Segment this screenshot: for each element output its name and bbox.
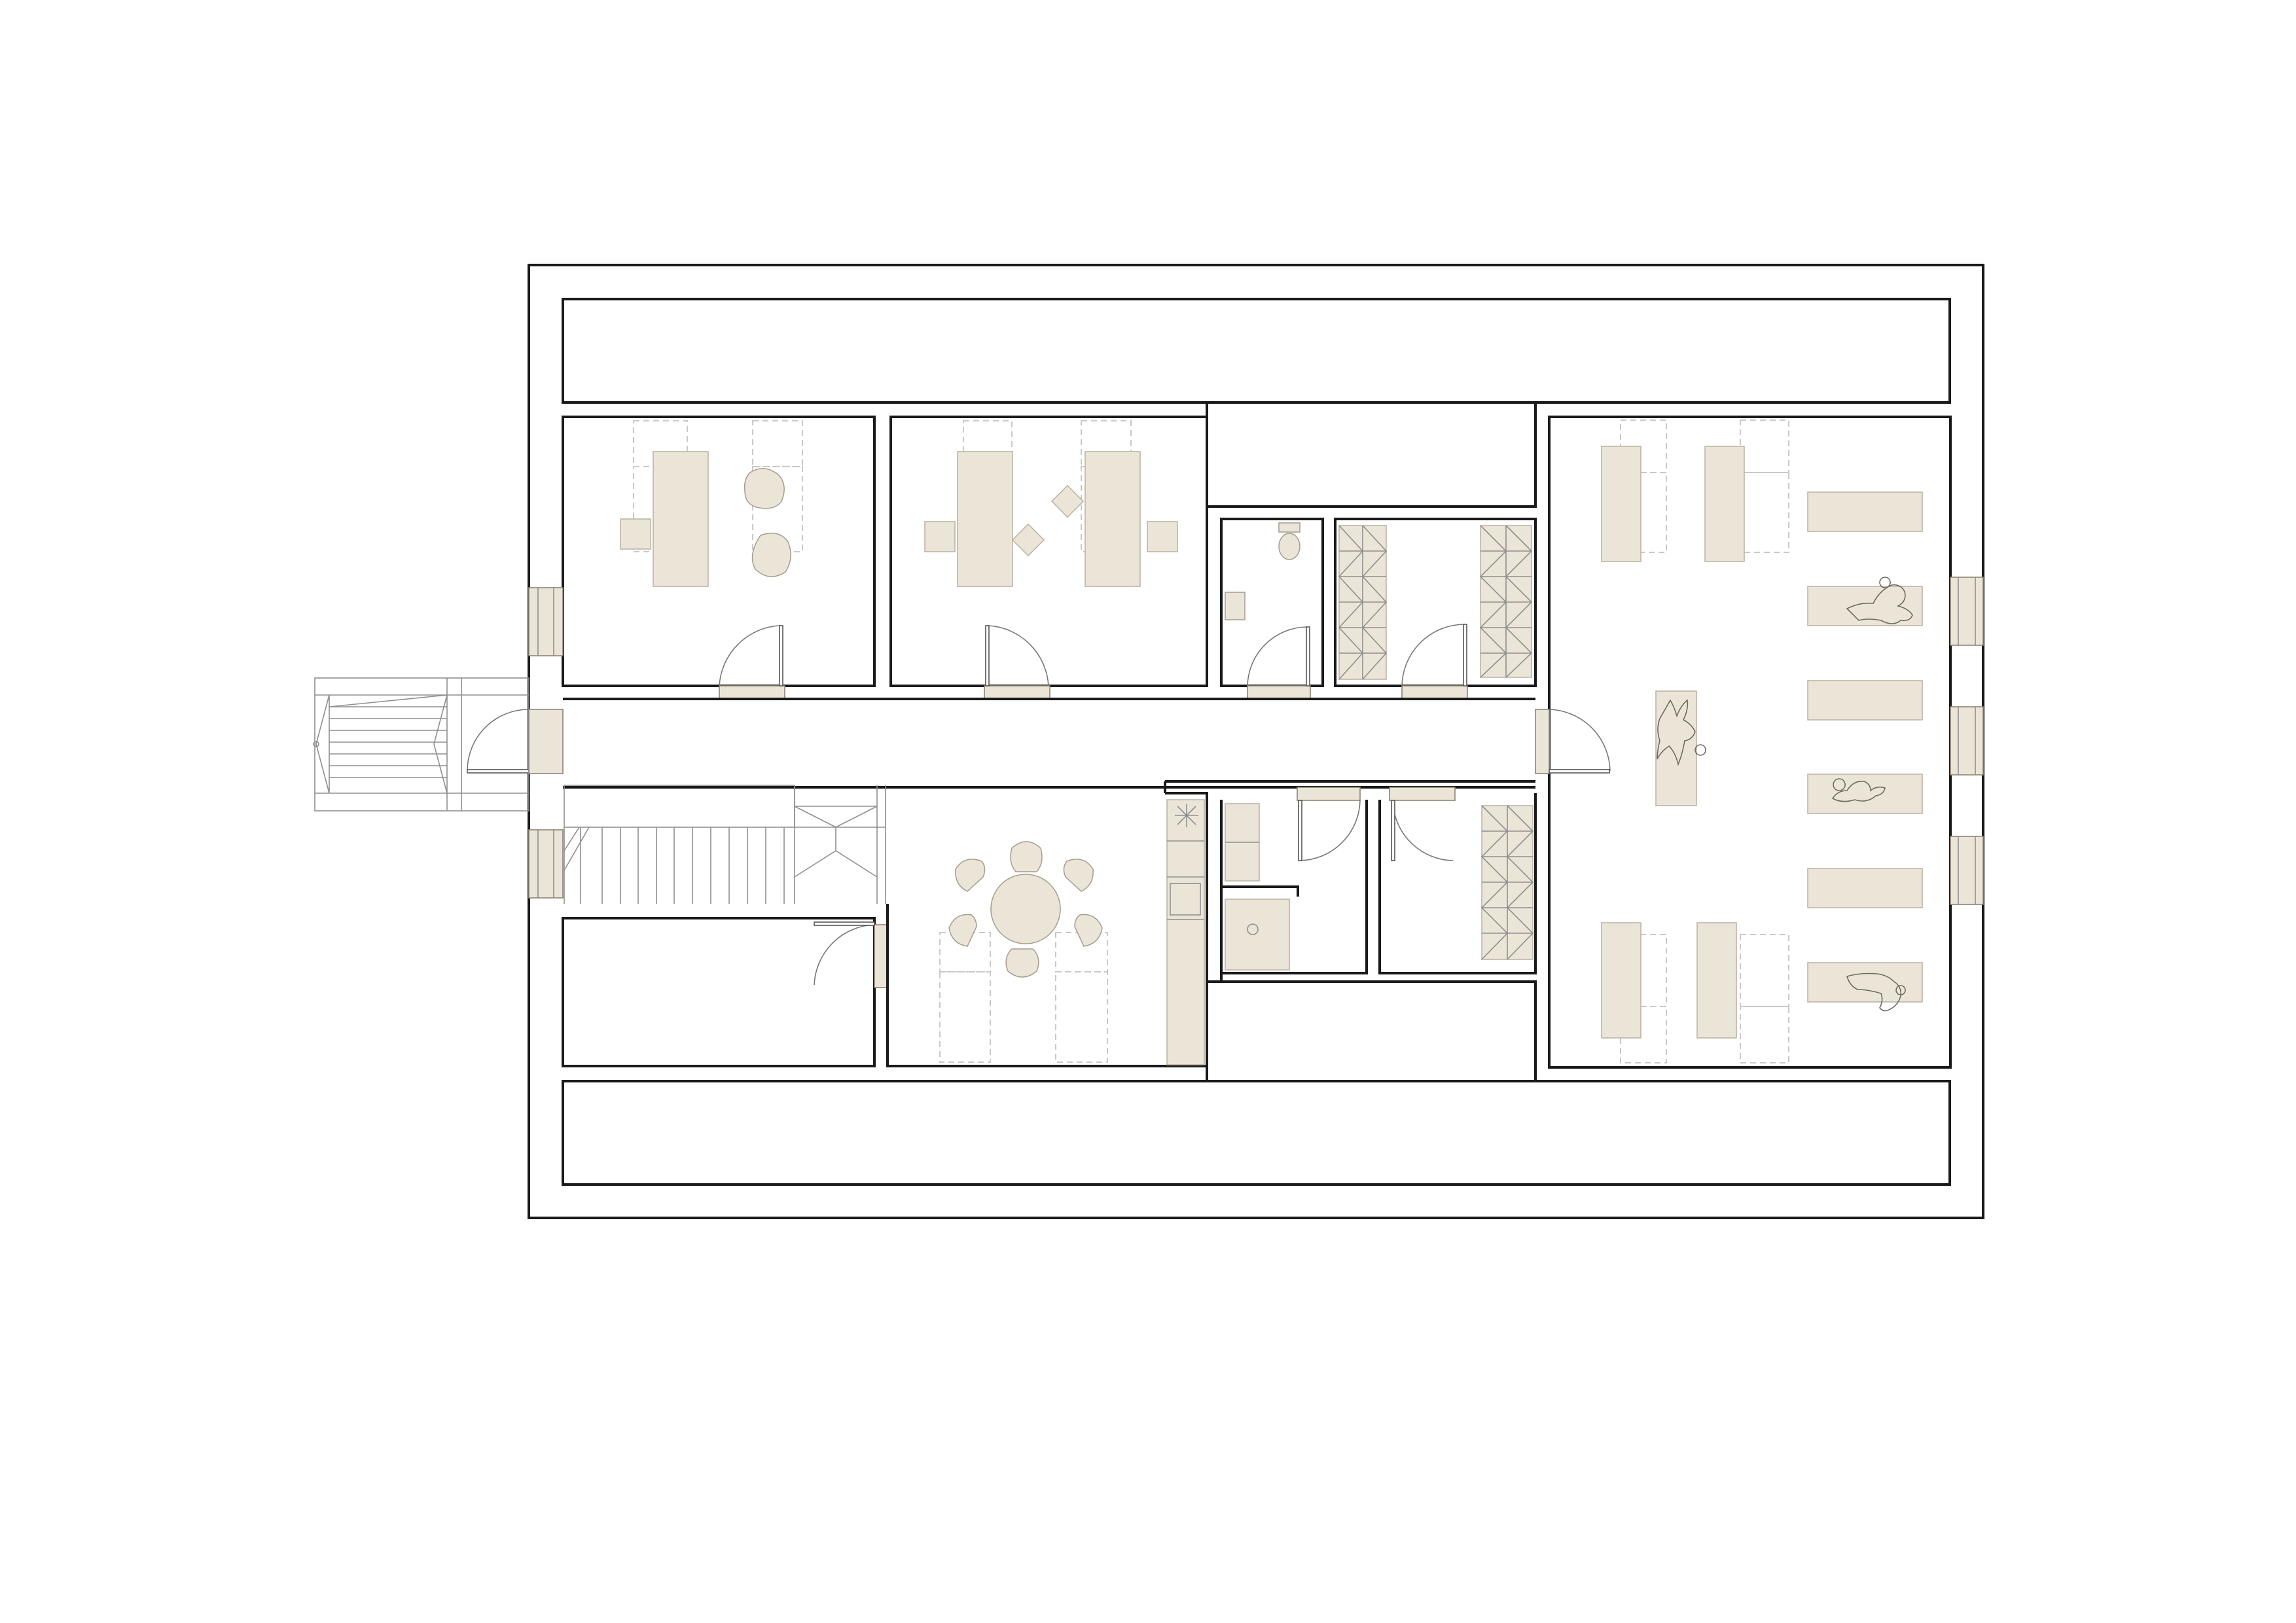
round-table <box>990 874 1061 944</box>
room-southwest <box>562 917 888 1067</box>
door-opening <box>1535 709 1550 774</box>
door-opening <box>1401 685 1468 700</box>
desk <box>653 451 709 587</box>
entrance-door-leaf[interactable] <box>467 769 529 774</box>
yoga-mat <box>1655 690 1697 806</box>
door-opening <box>1297 787 1361 801</box>
sink <box>1170 883 1201 916</box>
yoga-mat <box>1807 774 1923 814</box>
toilet <box>1278 533 1300 560</box>
washbasin <box>1225 592 1246 620</box>
shower <box>1220 787 1368 974</box>
door-leaf[interactable] <box>1298 800 1302 861</box>
entrance-stair <box>313 677 529 812</box>
person-figure <box>1846 577 1913 624</box>
stool <box>1011 523 1045 557</box>
window <box>1950 577 1984 646</box>
yoga-mat <box>1807 868 1923 908</box>
yoga-mat <box>1807 962 1923 1003</box>
wc <box>1220 518 1324 700</box>
armchair <box>744 468 785 509</box>
attic-strip-north <box>562 298 1951 404</box>
shower-tray <box>1225 899 1290 971</box>
door-leaf[interactable] <box>1391 800 1395 861</box>
shelving-unit <box>1480 805 1534 960</box>
outer-walls <box>528 264 1984 1219</box>
window <box>528 829 564 899</box>
office-west <box>562 416 876 700</box>
stool <box>1050 484 1085 518</box>
bench <box>1704 446 1745 562</box>
bench <box>1601 446 1641 562</box>
interior-wall <box>1206 402 1537 508</box>
bench <box>1601 922 1641 1039</box>
door-leaf[interactable] <box>985 625 990 687</box>
shelving-unit <box>1338 525 1388 680</box>
person-figure <box>1846 972 1906 1012</box>
chair <box>948 914 977 947</box>
yoga-mat <box>1807 491 1923 532</box>
door-leaf[interactable] <box>1306 626 1310 687</box>
open-studio-east <box>1535 416 1952 1069</box>
shelving-unit <box>1479 525 1533 678</box>
person-figure <box>1657 699 1706 766</box>
window <box>1950 706 1984 776</box>
door-opening <box>874 924 888 988</box>
desk-chair <box>1147 521 1178 552</box>
door-opening <box>984 685 1050 700</box>
attic-strip-south <box>562 1080 1951 1186</box>
window <box>1950 836 1984 905</box>
desk-chair <box>924 521 956 552</box>
door-leaf[interactable] <box>1549 769 1610 774</box>
door-leaf[interactable] <box>814 921 875 926</box>
desk <box>1085 451 1141 587</box>
door-leaf[interactable] <box>779 625 783 687</box>
chair <box>1010 841 1043 872</box>
office-double <box>889 416 1208 700</box>
chair <box>1074 914 1103 947</box>
interior-wall <box>1206 973 1537 1081</box>
storage-south <box>1378 787 1537 974</box>
entrance-door-opening <box>528 709 564 774</box>
chair <box>1005 948 1039 978</box>
armchair <box>751 532 791 577</box>
door-opening <box>1389 787 1456 801</box>
desk-chair <box>620 518 651 550</box>
window <box>528 587 564 656</box>
storage-north <box>1334 518 1537 700</box>
desk <box>957 451 1013 587</box>
meeting-kitchen <box>886 792 1208 1067</box>
chair <box>955 859 986 892</box>
yoga-mat <box>1807 680 1923 721</box>
stair-core <box>564 785 886 904</box>
kitchen-counter <box>1166 799 1205 1065</box>
chair <box>1063 859 1094 892</box>
person-figure <box>1831 778 1886 802</box>
door-opening <box>719 685 785 700</box>
door-opening <box>1247 685 1311 700</box>
corridor <box>563 698 1535 789</box>
door-leaf[interactable] <box>1463 624 1467 687</box>
bench <box>1696 922 1737 1039</box>
